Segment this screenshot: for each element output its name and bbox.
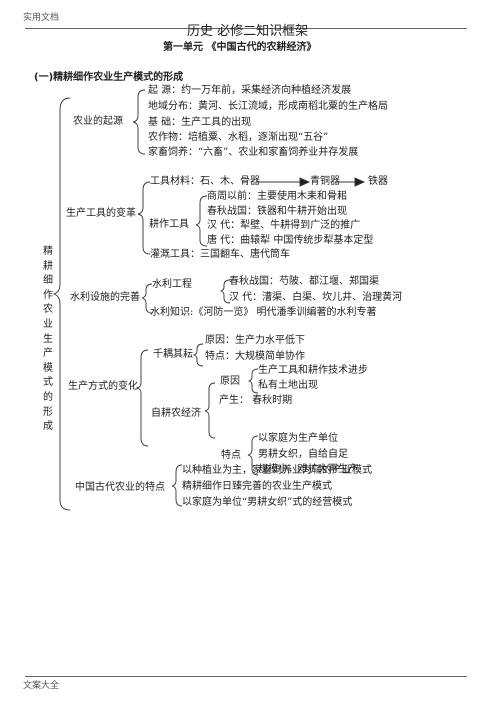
arrow-to-bronze-head bbox=[299, 177, 311, 187]
side-label-char: 模 bbox=[43, 362, 53, 374]
side-label-char: 式 bbox=[43, 377, 53, 389]
self-farm-brace bbox=[204, 382, 216, 439]
water-knowledge: 水利知识:《河防一览》 明代潘季训编著的水利专著 bbox=[150, 307, 377, 318]
arrow-to-iron-head bbox=[354, 177, 366, 187]
farm-tool-item: 春秋战国：铁器和牛耕开始出现 bbox=[207, 206, 347, 217]
mode-label: 生产方式的变化 bbox=[68, 381, 138, 392]
page-footer: 文案大全 bbox=[23, 681, 60, 691]
side-label-char: 精 bbox=[43, 246, 53, 257]
features-label: 中国古代农业的特点 bbox=[75, 482, 165, 493]
water-project-item: 汉 代：漕渠、白渠、坎儿井、治理黄河 bbox=[229, 292, 403, 303]
section-heading: (一)精耕细作农业生产模式的形成 bbox=[34, 72, 184, 83]
side-label-char: 耕 bbox=[43, 260, 53, 272]
feature-brace bbox=[247, 435, 259, 476]
features-item: 以家庭为单位“男耕女织”式的经营模式 bbox=[182, 497, 353, 508]
produced-time: 产生： 春秋时期 bbox=[219, 395, 293, 406]
features-item: 以种植业为主，家畜饲养业为辅的产业模式 bbox=[182, 465, 372, 476]
cause-item: 私有土地出现 bbox=[258, 380, 318, 391]
origin-item: 地域分布：黄河、长江流域，形成南稻北粟的生产格局 bbox=[148, 101, 388, 112]
side-label-char: 业 bbox=[43, 318, 53, 330]
features-brace bbox=[171, 464, 183, 507]
qianou-label: 千耦其耘 bbox=[153, 349, 193, 360]
farm-tool-item: 汉 代：犁壁、牛耕得到广泛的推广 bbox=[207, 220, 361, 231]
qianou-brace bbox=[192, 343, 204, 367]
side-label-char: 的 bbox=[43, 391, 53, 403]
irrigation-tools: 灌溉工具：三国翻车、唐代筒车 bbox=[150, 249, 290, 260]
origin-item: 起 源：约一万年前，采集经济向种植经济发展 bbox=[148, 85, 352, 96]
self-farm-label: 自耕农经济 bbox=[151, 408, 201, 419]
header-rule bbox=[25, 28, 467, 29]
cause-brace bbox=[247, 368, 259, 394]
tools-label: 生产工具的变革 bbox=[66, 208, 136, 219]
side-label-char: 产 bbox=[43, 348, 53, 360]
side-label-char: 作 bbox=[43, 289, 53, 301]
farm-tool-item: 商周以前：主要使用木耒和骨耜 bbox=[207, 191, 347, 202]
tool-material-iron: 铁器 bbox=[368, 176, 388, 187]
side-label-char: 生 bbox=[43, 333, 53, 345]
farm-tool-item: 唐 代：曲辕犁 中国传统步犁基本定型 bbox=[207, 235, 374, 246]
unit-title: 第一单元 《中国古代的农耕经济》 bbox=[163, 42, 317, 53]
origin-brace bbox=[132, 89, 146, 155]
water-project-item: 春秋战国：芍陂、都江堰、郑国渠 bbox=[229, 276, 379, 287]
side-label-char: 细 bbox=[43, 275, 53, 287]
doc-title: 历史 必修二知识框架 bbox=[187, 24, 309, 39]
origin-item: 农作物：培植粟、水稻，逐渐出现“五谷” bbox=[148, 132, 329, 143]
feature-item: 以家庭为生产单位 bbox=[258, 433, 338, 444]
side-label-char: 形 bbox=[43, 406, 53, 418]
origin-item: 家畜饲养：“六畜”、农业和家畜饲养业并存发展 bbox=[148, 147, 359, 158]
side-vertical-label: 精耕细作农业生产模式的形成 bbox=[41, 245, 55, 435]
mode-brace bbox=[136, 349, 149, 447]
qianou-item: 特点：大规模简单协作 bbox=[205, 351, 305, 362]
cause-item: 生产工具和耕作技术进步 bbox=[258, 365, 368, 376]
farm-tools-label: 耕作工具 bbox=[149, 219, 189, 230]
tool-material-bronze: 青铜器 bbox=[310, 176, 340, 187]
side-label-char: 农 bbox=[43, 304, 53, 316]
cause-label: 原因 bbox=[220, 376, 240, 387]
water-brace bbox=[141, 283, 153, 314]
feature-item: 男耕女织，自给自足 bbox=[258, 449, 348, 460]
tools-brace bbox=[137, 181, 151, 255]
feature-item: 规模小，难扩大再生产 bbox=[258, 464, 358, 475]
feature-label: 特点 bbox=[221, 450, 241, 461]
origin-item: 基 础：生产工具的出现 bbox=[148, 117, 252, 128]
side-label-char: 成 bbox=[43, 421, 53, 433]
page-header: 实用文档 bbox=[23, 13, 60, 23]
main-brace bbox=[52, 97, 71, 511]
tool-material: 工具材料：石、木、骨器 bbox=[150, 176, 260, 187]
farm-tools-brace bbox=[195, 195, 208, 247]
footer-rule bbox=[25, 676, 467, 677]
project-brace bbox=[219, 279, 231, 304]
water-label: 水利设施的完善 bbox=[70, 292, 140, 303]
features-item: 精耕细作日臻完善的农业生产模式 bbox=[182, 481, 332, 492]
qianou-item: 原因：生产力水平低下 bbox=[205, 335, 305, 346]
water-project-label: 水利工程 bbox=[152, 279, 192, 290]
origin-label: 农业的起源 bbox=[73, 116, 123, 127]
